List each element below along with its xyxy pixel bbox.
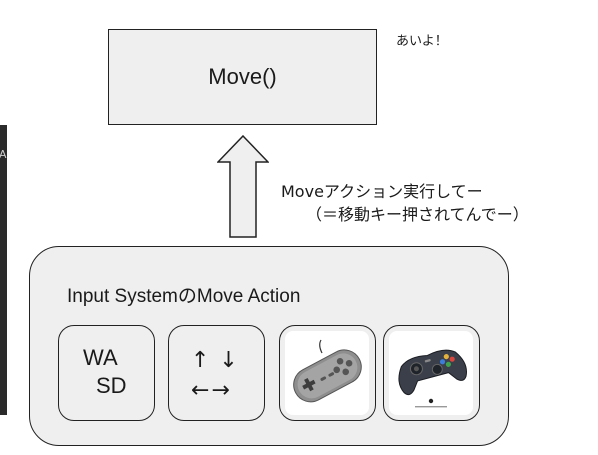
wasd-keys-card: WA SD — [58, 325, 155, 421]
move-function-label: Move() — [208, 64, 277, 89]
arrow-keys-line-1: ↑↓ — [191, 348, 248, 373]
move-function-box: Move() — [108, 29, 377, 125]
classic-gamepad-card — [279, 325, 376, 421]
left-edge-letter: A — [0, 148, 7, 161]
arrow-keys-line-2: ←→ — [191, 378, 232, 403]
move-action-caption: Moveアクション実行してー （＝移動キー押されてんでー） — [281, 180, 529, 226]
left-edge-strip — [0, 125, 7, 415]
snes-controller-icon — [285, 331, 369, 415]
caption-line-1: Moveアクション実行してー — [281, 182, 483, 201]
response-note: あいよ！ — [396, 34, 448, 49]
wasd-line-2: SD — [96, 373, 127, 398]
arrow-keys-card: ↑↓ ←→ — [168, 325, 265, 421]
modern-gamepad-card — [383, 325, 480, 421]
caption-line-2: （＝移動キー押されてんでー） — [306, 205, 529, 224]
wasd-line-1: WA — [83, 345, 118, 370]
gamepad-icon — [389, 331, 473, 415]
up-arrow-icon — [217, 135, 269, 238]
input-system-title: Input SystemのMove Action — [67, 286, 301, 307]
